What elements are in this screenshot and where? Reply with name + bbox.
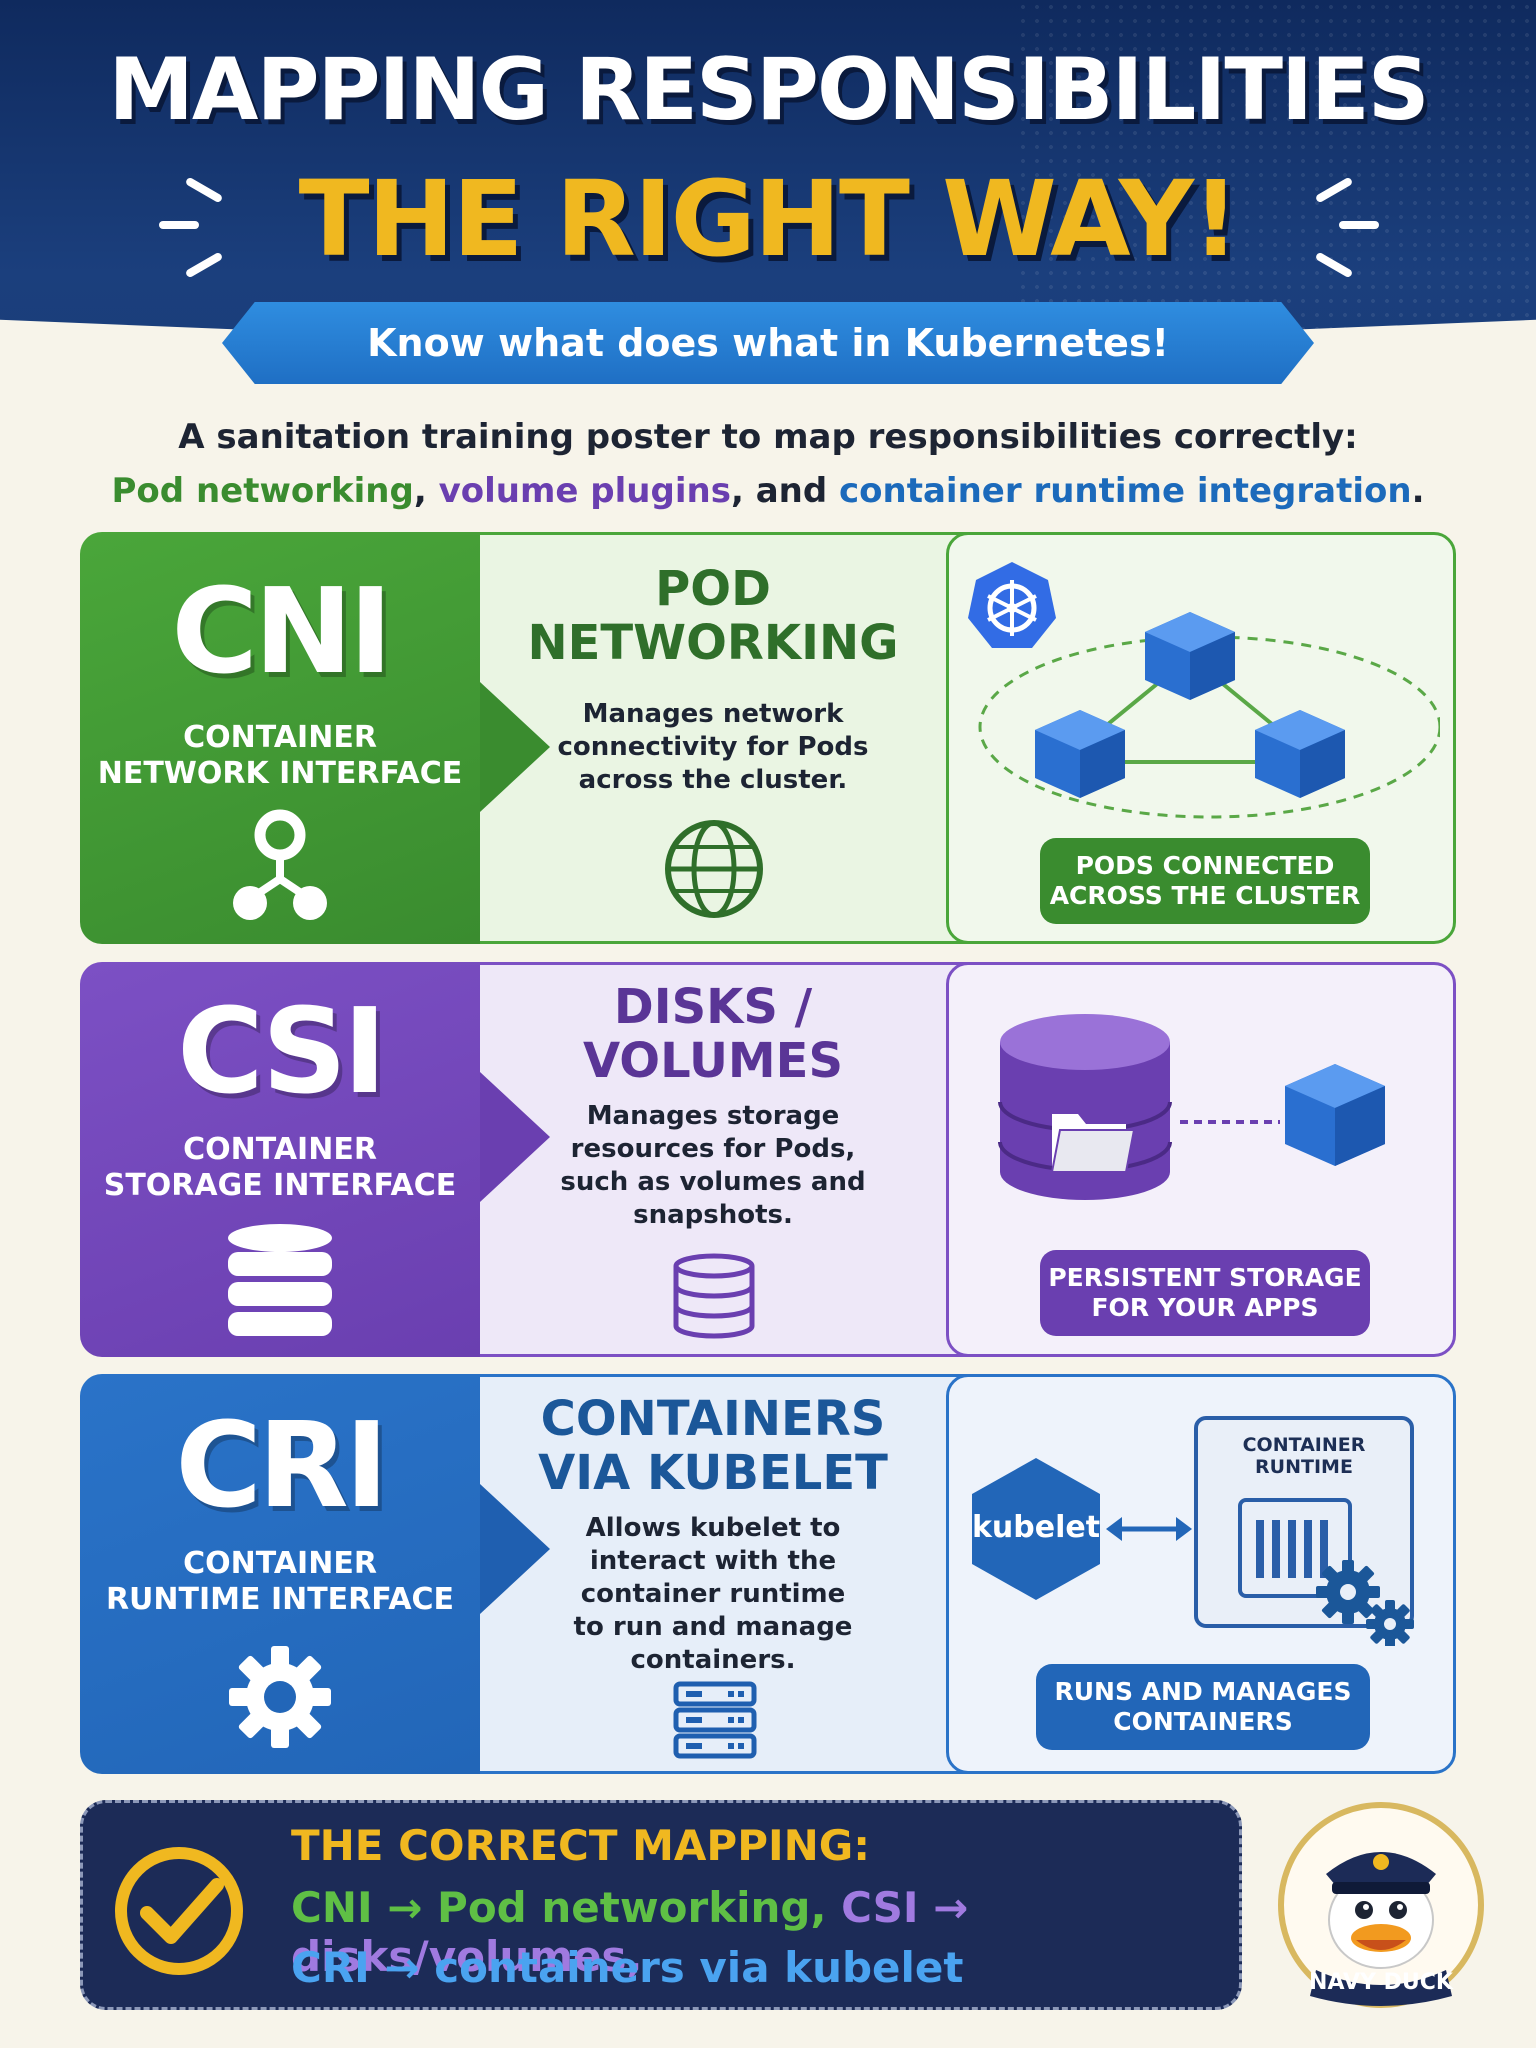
cri-description: Allows kubelet to interact with the cont…: [573, 1513, 853, 1675]
database-icon: [228, 1224, 332, 1336]
cri-title-line-1: CONTAINERS: [540, 1391, 886, 1447]
subtitle-banner: Know what does what in Kubernetes!: [222, 302, 1314, 384]
intro-separator: ,: [413, 471, 439, 511]
mapping-cni: CNI → Pod networking,: [291, 1883, 827, 1932]
pods-cluster-diagram: [968, 562, 1440, 819]
persistent-storage-diagram: [998, 1014, 1385, 1200]
correct-mapping-title: THE CORRECT MAPPING:: [291, 1821, 871, 1870]
cni-full-line-1: CONTAINER: [183, 720, 377, 755]
correct-mapping-panel: THE CORRECT MAPPING: CNI → Pod networkin…: [80, 1800, 1242, 2010]
mapping-csi: CSI → disks/volumes,: [291, 1883, 969, 1981]
container-gears-icon: [1238, 1498, 1414, 1646]
cni-description: Manages network connectivity for Pods ac…: [557, 699, 869, 795]
mascot-label: NAVY DUCK: [1309, 1970, 1453, 1995]
row-cni: CNI CONTAINER NETWORK INTERFACE POD NETW…: [80, 532, 1456, 944]
globe-icon: [665, 820, 763, 918]
kubelet-hexagon: [972, 1458, 1100, 1600]
intro-term-runtime-integration: container runtime integration: [839, 471, 1412, 511]
cni-result-pill: PODS CONNECTED ACROSS THE CLUSTER: [1040, 838, 1370, 924]
pod-cube-right: [1255, 710, 1345, 798]
title-line-1: MAPPING RESPONSIBILITIES: [108, 40, 1429, 140]
csi-result-pill: PERSISTENT STORAGE FOR YOUR APPS: [1040, 1250, 1370, 1336]
cri-mid-panel: [480, 1374, 1020, 1774]
cri-result-pill: RUNS AND MANAGES CONTAINERS: [1036, 1664, 1370, 1750]
pod-cube: [1285, 1064, 1385, 1166]
csi-title-line-1: DISKS /: [613, 979, 813, 1035]
kubernetes-logo: [968, 562, 1056, 648]
csi-description: Manages storage resources for Pods, such…: [560, 1101, 866, 1230]
spark-decoration: [1339, 221, 1379, 229]
container-runtime-label: CONTAINER RUNTIME: [1242, 1434, 1366, 1478]
intro-line-1: A sanitation training poster to map resp…: [178, 417, 1358, 457]
row-csi: CSI CONTAINER STORAGE INTERFACE DISKS / …: [80, 962, 1456, 1357]
subtitle-text: Know what does what in Kubernetes!: [367, 321, 1169, 365]
duck-mascot-icon: [1278, 1802, 1484, 2008]
gear-icon: [229, 1646, 331, 1748]
pod-cube-left: [1035, 710, 1125, 798]
cni-title-line-1: POD: [655, 561, 771, 617]
intro-line-2: Pod networking, volume plugins, and cont…: [0, 464, 1536, 518]
cni-result-line-2: ACROSS THE CLUSTER: [1049, 881, 1361, 910]
intro-text: A sanitation training poster to map resp…: [0, 410, 1536, 518]
csi-abbr: CSI: [177, 982, 387, 1120]
pod-cube-top: [1145, 612, 1235, 700]
cri-full-line-1: CONTAINER: [183, 1546, 377, 1581]
correct-mapping-line-2: CRI → containers via kubelet: [291, 1943, 964, 1992]
network-nodes-icon: [233, 809, 327, 920]
navy-duck-mascot: NAVY DUCK: [1276, 1800, 1486, 2010]
bidirectional-arrow-icon: [1106, 1517, 1192, 1541]
folder-icon: [1050, 1114, 1136, 1173]
intro-separator: , and: [730, 471, 840, 511]
cni-title-line-2: NETWORKING: [527, 615, 899, 671]
header-dot-pattern: [1016, 0, 1536, 330]
header-background: [0, 0, 1536, 351]
title-line-2: THE RIGHT WAY!: [298, 158, 1240, 280]
cri-result-line-1: RUNS AND MANAGES: [1054, 1677, 1352, 1706]
checkmark-circle-icon: [115, 1847, 243, 1975]
csi-title-line-2: VOLUMES: [582, 1033, 844, 1089]
csi-result-line-2: FOR YOUR APPS: [1091, 1293, 1319, 1322]
cni-mid-panel: [480, 532, 1020, 944]
cri-result-line-2: CONTAINERS: [1113, 1707, 1293, 1736]
correct-mapping-line-1: CNI → Pod networking, CSI → disks/volume…: [291, 1883, 1239, 1981]
cni-full-line-2: NETWORK INTERFACE: [97, 756, 463, 791]
cri-abbr: CRI: [175, 1396, 388, 1534]
storage-stack-icon: [673, 1253, 755, 1339]
cri-title-line-2: VIA KUBELET: [538, 1445, 888, 1501]
spark-decoration: [159, 221, 199, 229]
csi-full-line-2: STORAGE INTERFACE: [103, 1168, 457, 1203]
mapping-cri: CRI → containers via kubelet: [291, 1943, 964, 1992]
row-cri: CRI CONTAINER RUNTIME INTERFACE CONTAINE…: [80, 1374, 1456, 1774]
csi-result-line-1: PERSISTENT STORAGE: [1048, 1263, 1362, 1292]
intro-end: .: [1411, 471, 1425, 511]
intro-term-pod-networking: Pod networking: [111, 471, 414, 511]
kubelet-label: kubelet: [971, 1510, 1101, 1545]
intro-term-volume-plugins: volume plugins: [438, 471, 731, 511]
server-rack-icon: [673, 1681, 757, 1759]
csi-full-line-1: CONTAINER: [183, 1132, 377, 1167]
cni-result-line-1: PODS CONNECTED: [1075, 851, 1335, 880]
cni-abbr: CNI: [171, 562, 392, 700]
cri-full-line-2: RUNTIME INTERFACE: [105, 1582, 455, 1617]
